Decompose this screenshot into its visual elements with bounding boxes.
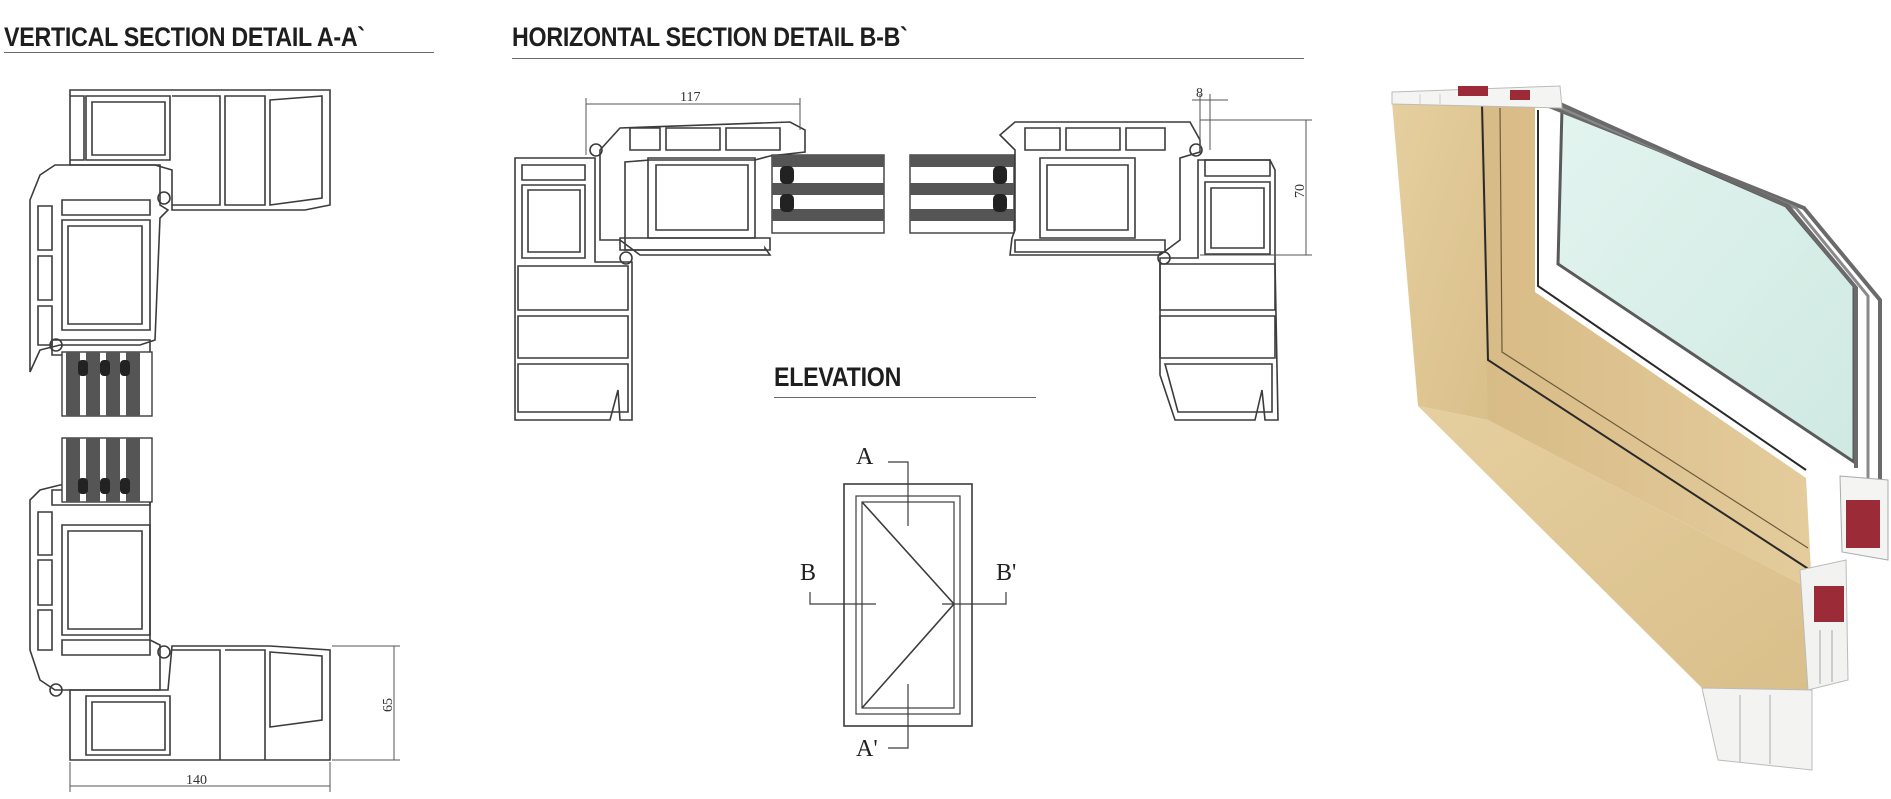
horizontal-dimension-lines	[585, 94, 1312, 256]
vertical-glass-top	[61, 351, 153, 417]
horizontal-section-right-profile	[998, 121, 1279, 421]
horizontal-glass-left	[771, 154, 885, 234]
vertical-section-profile	[29, 89, 331, 761]
elevation-label-b-prime: B'	[996, 560, 1016, 586]
elevation-label-a-prime: A'	[856, 736, 878, 762]
vertical-title-underline	[4, 52, 434, 53]
horizontal-title-underline	[512, 58, 1304, 59]
vertical-width-dimension: 140	[186, 773, 207, 788]
vertical-dimension-lines	[69, 645, 400, 792]
horizontal-gap-dimension: 8	[1196, 86, 1203, 101]
vertical-glass-bottom	[61, 437, 153, 503]
horizontal-glass-right	[909, 154, 1015, 234]
elevation-title: ELEVATION	[774, 362, 902, 392]
elevation-drawing	[809, 461, 1007, 749]
elevation-label-a: A	[856, 444, 874, 470]
elevation-title-underline	[774, 397, 1036, 398]
vertical-section-title: VERTICAL SECTION DETAIL A-A`	[4, 22, 365, 52]
top-frame-outline	[69, 89, 331, 211]
horizontal-width-dimension: 117	[680, 90, 700, 105]
window-profile-3d-render	[1391, 85, 1889, 771]
horizontal-height-dimension: 70	[1293, 184, 1308, 198]
horizontal-section-title: HORIZONTAL SECTION DETAIL B-B`	[512, 22, 908, 52]
elevation-label-b: B	[800, 560, 816, 586]
vertical-height-dimension: 65	[381, 698, 396, 712]
bottom-sash-outline	[29, 484, 161, 691]
bottom-frame-outline	[69, 645, 331, 761]
top-sash-outline	[29, 164, 170, 373]
horizontal-section-left-profile	[514, 121, 806, 421]
